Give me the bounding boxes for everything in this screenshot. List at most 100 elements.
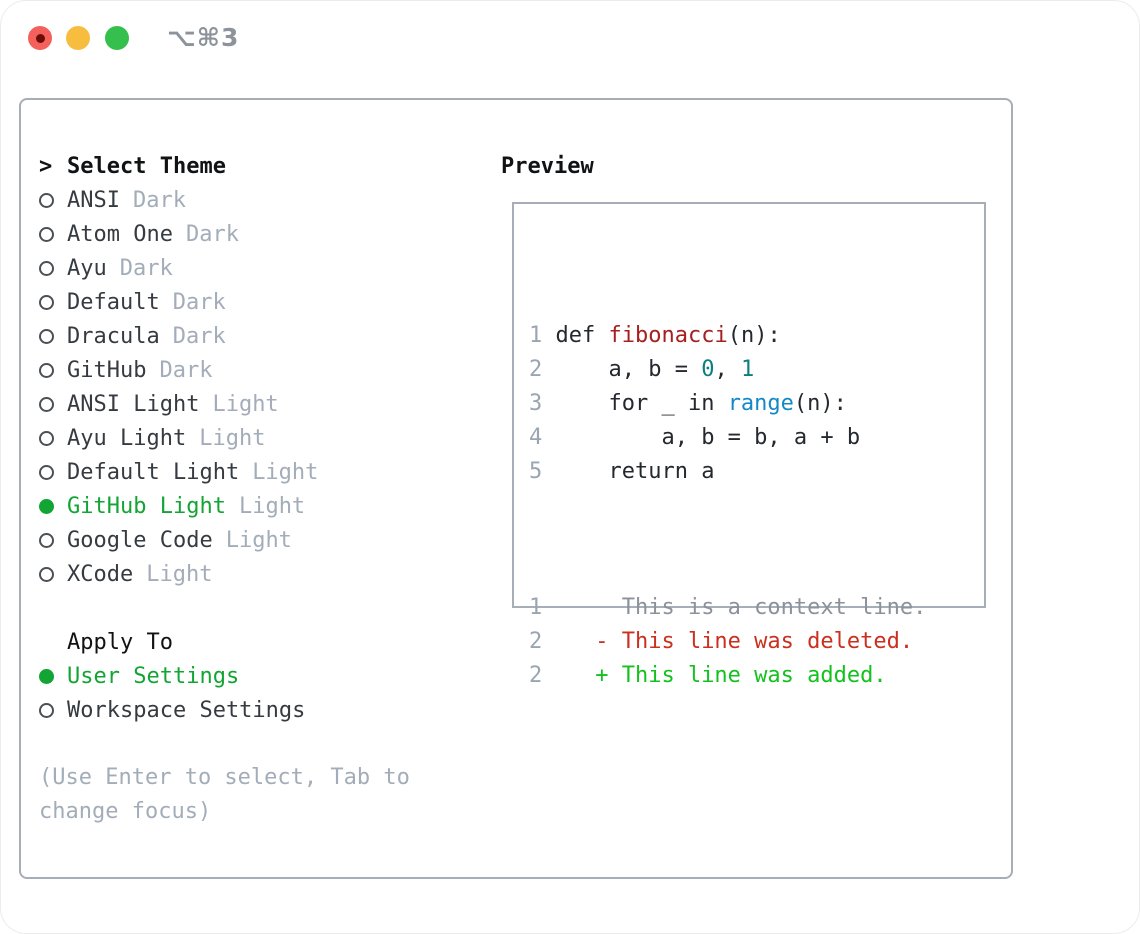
radio-icon bbox=[39, 260, 54, 276]
token-code: def bbox=[542, 323, 609, 348]
theme-variant: Light bbox=[146, 561, 213, 587]
theme-variant: Light bbox=[199, 425, 266, 451]
theme-variant: Light bbox=[252, 459, 319, 485]
token-bi: range bbox=[727, 391, 794, 416]
apply-option-label: Workspace Settings bbox=[67, 697, 306, 723]
theme-option[interactable]: ANSI Dark bbox=[39, 183, 489, 217]
keyboard-shortcut-label: ⌥⌘3 bbox=[167, 23, 240, 52]
radio-icon bbox=[39, 192, 54, 208]
help-text: (Use Enter to select, Tab to change focu… bbox=[39, 765, 410, 824]
theme-option[interactable]: Dracula Dark bbox=[39, 319, 489, 353]
select-theme-title: Select Theme bbox=[67, 153, 226, 179]
token-code: (n): bbox=[727, 323, 781, 348]
theme-option[interactable]: ANSI Light Light bbox=[39, 387, 489, 421]
token-code: for _ in bbox=[542, 391, 728, 416]
token-num: 1 bbox=[740, 357, 755, 382]
theme-variant: Dark bbox=[132, 187, 186, 213]
token-ln: 1 bbox=[529, 323, 543, 348]
code-line: 1 def fibonacci(n): bbox=[529, 319, 984, 353]
radio-icon bbox=[39, 464, 54, 480]
theme-name: XCode bbox=[67, 561, 134, 587]
radio-icon bbox=[39, 566, 54, 582]
token-code: a, b = bbox=[542, 357, 702, 382]
token-num: 0 bbox=[701, 357, 715, 382]
theme-name: Ayu Light bbox=[67, 425, 187, 451]
diff-line: 2 + This line was added. bbox=[529, 659, 984, 693]
diff-line: 2 - This line was deleted. bbox=[529, 625, 984, 659]
close-button-dot-icon bbox=[35, 33, 45, 43]
theme-variant: Dark bbox=[159, 357, 213, 383]
theme-variant: Dark bbox=[172, 323, 226, 349]
theme-option[interactable]: Ayu Dark bbox=[39, 251, 489, 285]
code-line: 2 a, b = 0, 1 bbox=[529, 353, 984, 387]
radio-selected-icon bbox=[39, 668, 54, 684]
theme-name: Default bbox=[67, 289, 160, 315]
radio-icon bbox=[39, 532, 54, 548]
theme-variant: Dark bbox=[185, 221, 239, 247]
theme-option[interactable]: Ayu Light Light bbox=[39, 421, 489, 455]
token-ctx: This is a context line. bbox=[542, 595, 927, 620]
radio-icon bbox=[39, 396, 54, 412]
theme-name: Google Code bbox=[67, 527, 213, 553]
focus-cursor-icon: > bbox=[39, 153, 53, 179]
token-code: (n): bbox=[793, 391, 847, 416]
code-line: 4 a, b = b, a + b bbox=[529, 421, 984, 455]
theme-variant: Light bbox=[212, 391, 279, 417]
token-add: + This line was added. bbox=[542, 663, 887, 688]
radio-icon bbox=[39, 362, 54, 378]
token-fn: fibonacci bbox=[608, 323, 728, 348]
theme-name: GitHub bbox=[67, 357, 147, 383]
theme-option[interactable]: GitHub Dark bbox=[39, 353, 489, 387]
theme-name: Dracula bbox=[67, 323, 160, 349]
radio-selected-icon bbox=[39, 498, 54, 514]
token-del: - This line was deleted. bbox=[542, 629, 914, 654]
token-ln: 3 bbox=[529, 391, 543, 416]
close-button[interactable] bbox=[28, 26, 52, 50]
radio-icon bbox=[39, 226, 54, 242]
theme-name: ANSI Light bbox=[67, 391, 200, 417]
token-ln: 2 bbox=[529, 357, 543, 382]
theme-list-header: > Select Theme bbox=[39, 149, 489, 183]
apply-to-title: Apply To bbox=[67, 629, 173, 655]
code-line: 5 return a bbox=[529, 455, 984, 489]
token-code: return a bbox=[542, 459, 715, 484]
theme-option[interactable]: Atom One Dark bbox=[39, 217, 489, 251]
radio-icon bbox=[39, 702, 54, 718]
preview-title: Preview bbox=[501, 153, 594, 179]
apply-option[interactable]: Workspace Settings bbox=[39, 693, 489, 727]
apply-option-label: User Settings bbox=[67, 663, 240, 689]
zoom-button[interactable] bbox=[105, 26, 129, 50]
token-code: a, b = b, a + b bbox=[542, 425, 861, 450]
theme-option[interactable]: XCode Light bbox=[39, 557, 489, 591]
minimize-button[interactable] bbox=[66, 26, 90, 50]
apply-to-header: Apply To bbox=[39, 625, 489, 659]
token-ln: 1 bbox=[529, 595, 543, 620]
theme-variant: Light bbox=[238, 493, 306, 519]
diff-preview: 1 This is a context line.2 - This line w… bbox=[529, 591, 984, 693]
radio-icon bbox=[39, 294, 54, 310]
theme-option[interactable]: Default Light Light bbox=[39, 455, 489, 489]
token-code: , bbox=[714, 357, 741, 382]
theme-variant: Dark bbox=[119, 255, 173, 281]
apply-option[interactable]: User Settings bbox=[39, 659, 489, 693]
radio-icon bbox=[39, 430, 54, 446]
radio-icon bbox=[39, 328, 54, 344]
theme-name: Atom One bbox=[67, 221, 173, 247]
titlebar: ⌥⌘3 bbox=[1, 1, 1139, 75]
theme-name: Default Light bbox=[67, 459, 240, 485]
theme-name: ANSI bbox=[67, 187, 120, 213]
diff-line: 1 This is a context line. bbox=[529, 591, 984, 625]
token-ln: 2 bbox=[529, 663, 543, 688]
theme-name: Ayu bbox=[67, 255, 107, 281]
